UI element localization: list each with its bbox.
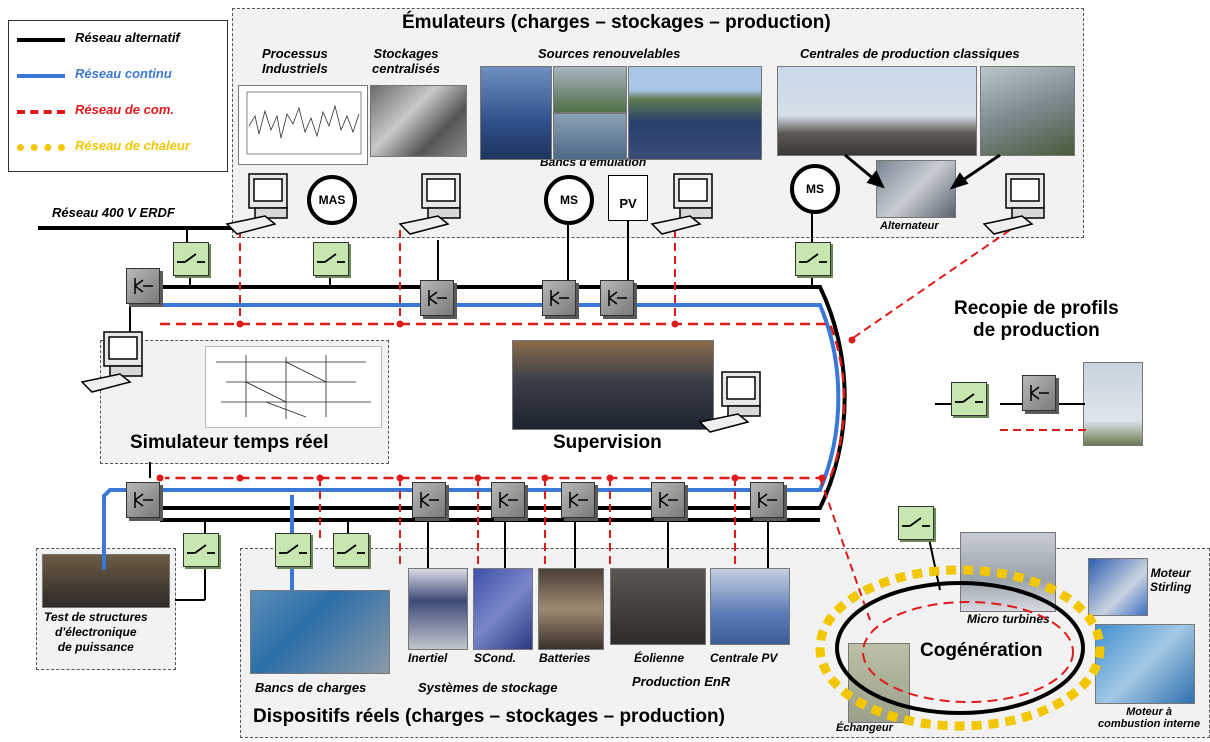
wind-emulator-image	[610, 568, 706, 645]
batteries-label: Batteries	[539, 651, 591, 665]
ms-machine-1: MS	[544, 175, 594, 225]
switch-box	[183, 533, 219, 567]
switch-box	[173, 242, 209, 276]
converter-box	[126, 268, 160, 304]
computer-icon	[225, 172, 295, 236]
legend-heat-swatch	[17, 144, 65, 151]
processus-label: Processus Industriels	[262, 46, 328, 76]
converter-box	[651, 482, 685, 518]
solar-field-image-1	[553, 66, 627, 113]
flywheel-image	[408, 568, 468, 650]
real-devices-title: Dispositifs réels (charges – stockages –…	[253, 706, 725, 727]
dc-bus	[102, 303, 841, 570]
legend: Réseau alternatif Réseau continu Réseau …	[8, 20, 228, 172]
central-storage-image	[370, 85, 467, 157]
legend-heat-label: Réseau de chaleur	[75, 138, 190, 153]
legend-ac-label: Réseau alternatif	[75, 30, 180, 45]
supercapacitor-image	[473, 568, 533, 650]
test-structures-label: Test de structures d'électronique de pui…	[44, 610, 148, 654]
cogeneration-com-loop	[862, 601, 1074, 703]
converter-box	[491, 482, 525, 518]
supervision-title: Supervision	[553, 432, 662, 453]
switch-box	[951, 382, 987, 416]
stockages-label: Stockages centralisés	[372, 46, 440, 76]
power-plant-image	[777, 66, 977, 156]
computer-icon	[698, 370, 768, 434]
stirling-label: Moteur Stirling	[1150, 566, 1192, 594]
legend-dc-swatch	[17, 74, 65, 78]
simulator-title: Simulateur temps réel	[130, 432, 329, 453]
legend-dc: Réseau continu	[17, 63, 222, 87]
solar-field-image-2	[553, 113, 627, 160]
bancs-charges-label: Bancs de charges	[255, 680, 367, 695]
legend-heat: Réseau de chaleur	[17, 135, 222, 159]
moteur-ci-label: Moteur à combustion interne	[1098, 706, 1201, 730]
network-schematic-image	[205, 346, 382, 428]
mas-machine: MAS	[307, 175, 357, 225]
converter-box	[750, 482, 784, 518]
heat-loop	[815, 565, 1105, 731]
micro-turbines-label: Micro turbines	[967, 612, 1050, 626]
pv-plant-image	[710, 568, 790, 645]
combustion-engine-image	[1095, 624, 1195, 704]
eolienne-label: Éolienne	[634, 651, 685, 665]
centrales-label: Centrales de production classiques	[800, 46, 1020, 61]
stirling-engine-image	[1088, 558, 1148, 616]
batteries-image	[538, 568, 604, 650]
echangeur-label: Échangeur	[836, 722, 893, 734]
computer-icon	[650, 172, 720, 236]
emulators-title: Émulateurs (charges – stockages – produc…	[402, 12, 831, 33]
legend-com-swatch	[17, 110, 65, 114]
systemes-stockage-label: Systèmes de stockage	[418, 680, 558, 695]
legend-dc-label: Réseau continu	[75, 66, 172, 81]
recopie-title: Recopie de profils de production	[954, 298, 1119, 341]
cogeneration-ac-loop	[835, 581, 1085, 715]
converter-box	[1022, 375, 1056, 411]
computer-icon	[398, 172, 468, 236]
cogeneration-title: Cogénération	[920, 640, 1043, 661]
alternator-image	[876, 160, 956, 218]
converter-box	[542, 280, 576, 316]
load-banks-image	[250, 590, 390, 674]
pv-source: PV	[608, 175, 648, 221]
converter-box	[600, 280, 634, 316]
process-profile-chart-image	[238, 85, 368, 165]
legend-com: Réseau de com.	[17, 99, 222, 123]
ms-machine-2: MS	[790, 164, 840, 214]
switch-box	[795, 242, 831, 276]
legend-ac-swatch	[17, 38, 65, 42]
converter-box	[126, 482, 160, 518]
production-enr-label: Production EnR	[632, 674, 731, 689]
converter-box	[420, 280, 454, 316]
dam-image	[980, 66, 1075, 156]
switch-box	[275, 533, 311, 567]
computer-icon	[80, 330, 150, 394]
renouvelables-label: Sources renouvelables	[538, 46, 681, 61]
centrale-pv-label: Centrale PV	[710, 651, 778, 665]
legend-com-label: Réseau de com.	[75, 102, 174, 117]
erdf-label: Réseau 400 V ERDF	[52, 205, 175, 220]
offshore-wind-image	[480, 66, 552, 160]
computer-icon	[982, 172, 1052, 236]
switch-box	[313, 242, 349, 276]
alternateur-label: Alternateur	[880, 220, 939, 232]
legend-ac: Réseau alternatif	[17, 27, 222, 51]
inertiel-label: Inertiel	[408, 651, 448, 665]
supervision-room-image	[512, 340, 714, 430]
converter-box	[561, 482, 595, 518]
converter-box	[412, 482, 446, 518]
solar-plant-image	[628, 66, 762, 160]
switch-box	[898, 506, 934, 540]
switch-box	[333, 533, 369, 567]
scond-label: SCond.	[474, 651, 516, 665]
